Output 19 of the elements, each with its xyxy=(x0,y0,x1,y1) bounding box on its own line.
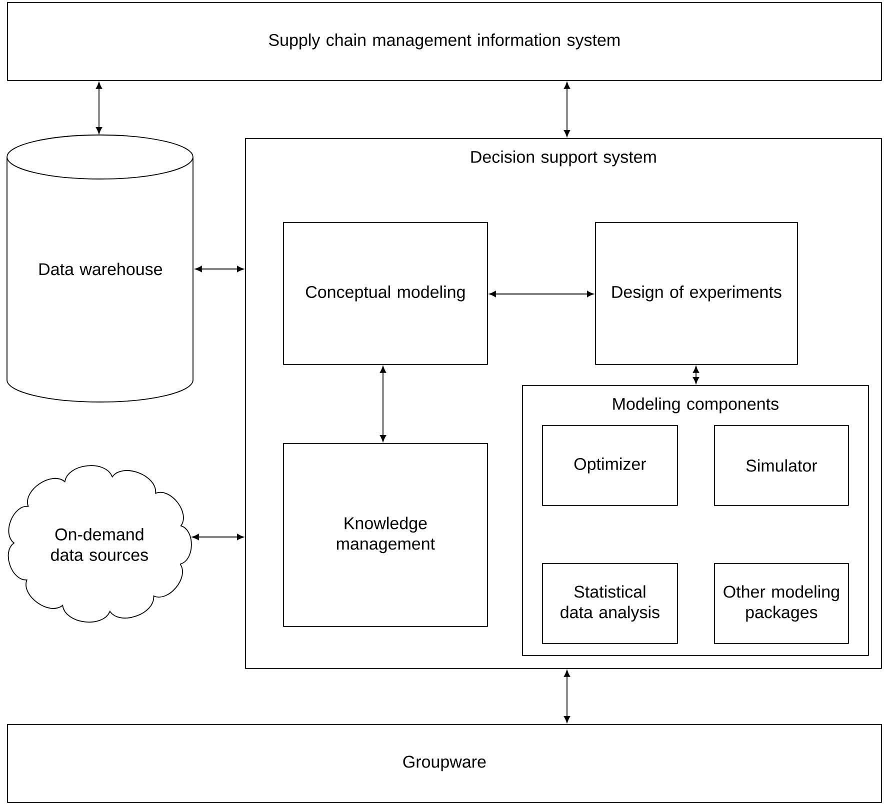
process-box: Supply chain management information system xyxy=(7,2,882,81)
process-box: Conceptual modeling xyxy=(283,222,488,365)
process-box: Knowledge management xyxy=(283,443,488,627)
arrow xyxy=(564,82,570,137)
arrow xyxy=(380,366,386,442)
process-box: Design of experiments xyxy=(595,222,798,365)
arrow xyxy=(192,534,244,540)
arrow xyxy=(564,670,570,723)
arrow xyxy=(489,290,594,298)
process-box: Statistical data analysis xyxy=(542,563,678,644)
data-cloud: On-demand data sources xyxy=(8,465,192,623)
arrow xyxy=(692,366,700,384)
process-box: Other modeling packages xyxy=(714,563,849,644)
process-box: Simulator xyxy=(714,425,849,506)
process-box: Groupware xyxy=(7,724,882,803)
database-cylinder: Data warehouse xyxy=(6,134,194,402)
process-box: Optimizer xyxy=(542,425,678,506)
arrow xyxy=(195,266,244,272)
arrow xyxy=(96,82,102,134)
